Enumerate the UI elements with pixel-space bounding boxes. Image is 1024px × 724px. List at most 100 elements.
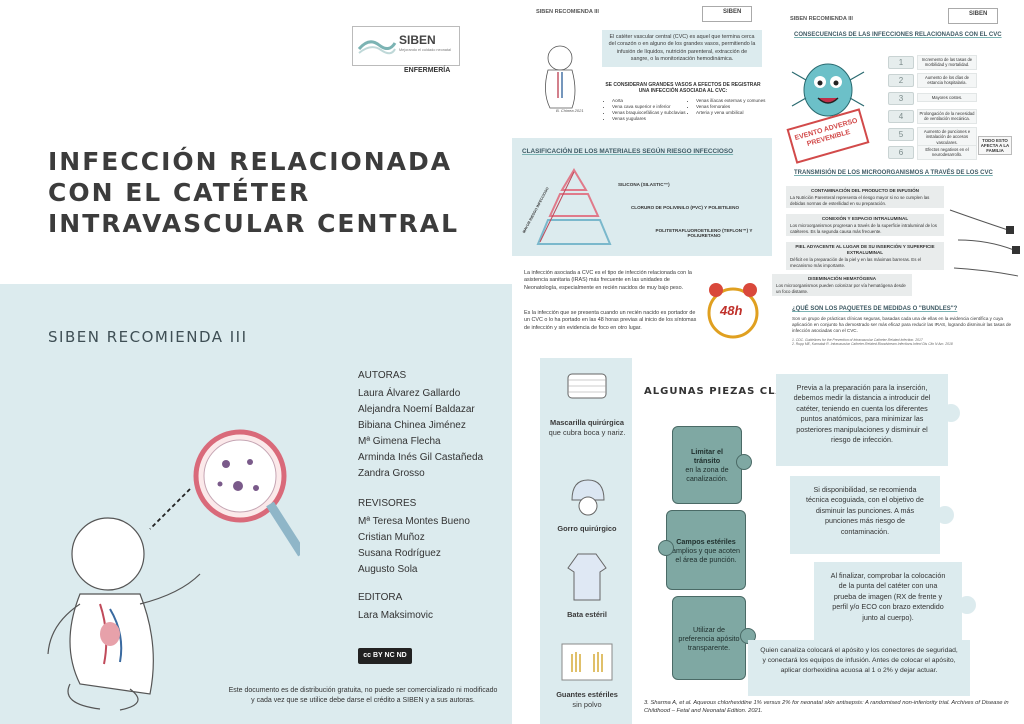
vessels-right-list: Venas ilíacas externas y comunes Venas f… bbox=[688, 98, 766, 116]
info-box-4: Quien canaliza colocará el apósito y los… bbox=[748, 640, 970, 696]
cap-label: Gorro quirúrgico bbox=[557, 524, 617, 533]
cvc-definition: El catéter vascular central (CVC) es aqu… bbox=[602, 30, 762, 68]
puzzle-2-text: amplios y que acoten el área de punción. bbox=[672, 545, 740, 564]
consequence-number-1: 1 bbox=[888, 56, 914, 69]
reviewer-1: Mª Teresa Montes Bueno bbox=[358, 516, 470, 527]
puzzle-piece-3: Utilizar de preferencia apósito transpar… bbox=[672, 596, 746, 680]
transmission-1-title: CONTAMINACIÓN DEL PRODUCTO DE INFUSIÓN bbox=[811, 188, 919, 193]
jigsaw-tab bbox=[936, 506, 954, 524]
gloves-title: Guantes estériles bbox=[556, 690, 618, 699]
info-box-2: Si disponibilidad, se recomienda técnica… bbox=[790, 476, 940, 554]
vessel-item: Venas braquiocefálicas y subclavias bbox=[612, 110, 688, 116]
gown-label: Bata estéril bbox=[567, 610, 607, 619]
references: 1. CDC. Guidelines for the Prevention of… bbox=[792, 338, 1020, 347]
transmission-2-text: Los microorganismos progresan a través d… bbox=[790, 222, 937, 234]
consequence-number-6: 6 bbox=[888, 146, 914, 159]
transmission-2: CONEXIÓN Y ESPACIO INTRALUMINAL Los micr… bbox=[786, 214, 944, 237]
info-box-1: Previa a la preparación para la inserció… bbox=[776, 374, 948, 466]
vessel-item: Venas yugulares bbox=[612, 116, 688, 122]
vessels-left-list: Aorta Vena cava superior e inferior Vena… bbox=[604, 98, 688, 122]
author-4: Mª Gimena Flecha bbox=[358, 436, 441, 447]
puzzle-piece-2: Campos estériles amplios y que acoten el… bbox=[666, 510, 746, 590]
reference-2: 2. Rupp ME, Karnatak R. Intravascular Ca… bbox=[792, 342, 953, 347]
transmission-title: TRANSMISIÓN DE LOS MICROORGANISMOS A TRA… bbox=[794, 170, 993, 176]
iras-paragraph: La infección asociada a CVC es el tipo d… bbox=[524, 270, 692, 291]
classification-panel: CLASIFICACIÓN DE LOS MATERIALES SEGÚN RI… bbox=[512, 138, 772, 256]
puzzle-tab bbox=[736, 454, 752, 470]
material-3: POLITETRAFLUOROETILENO (TEFLON™) Y POLIU… bbox=[655, 228, 753, 238]
vessel-item: Venas femorales bbox=[696, 104, 766, 110]
transmission-3: PIEL ADYACENTE AL LUGAR DE SU INSERCIÓN … bbox=[786, 242, 944, 271]
vessel-item: Venas ilíacas externas y comunes bbox=[696, 98, 766, 104]
consequence-4: Prolongación de la necesidad de ventilac… bbox=[917, 109, 977, 124]
puzzle-1-bold: Limitar el tránsito bbox=[691, 447, 723, 465]
authors-label: AUTORAS bbox=[358, 370, 407, 381]
consequence-6: Efectos negativos en el neurodesarrollo. bbox=[917, 145, 977, 160]
risk-pyramid bbox=[536, 168, 612, 245]
consequence-1: Incremento de las tasas de morbilidad y … bbox=[917, 55, 977, 70]
author-3: Bibiana Chinea Jiménez bbox=[358, 420, 466, 431]
page-4: Mascarilla quirúrgica que cubra boca y n… bbox=[540, 358, 1024, 724]
transmission-1: CONTAMINACIÓN DEL PRODUCTO DE INFUSIÓN L… bbox=[786, 186, 944, 209]
bundles-text: Son un grupo de prácticas clínicas segur… bbox=[792, 316, 1012, 333]
mask-icon bbox=[567, 373, 607, 399]
info-box-3: Al finalizar, comprobar la colocación de… bbox=[814, 562, 962, 646]
consequence-3: Mayores costes. bbox=[917, 93, 977, 103]
transmission-4-title: DISEMINACIÓN HEMATÓGENA bbox=[807, 276, 877, 281]
vessel-item: Aorta bbox=[612, 98, 688, 104]
author-5: Arminda Inés Gil Castañeda bbox=[358, 452, 484, 463]
editor-label: EDITORA bbox=[358, 592, 403, 603]
cover-logo: SIBEN Mejorando el cuidado neonatal bbox=[352, 26, 460, 66]
gloves-desc: sin polvo bbox=[572, 699, 602, 709]
page-3: SIBEN RECOMIENDA III SIBEN CONSECUENCIAS… bbox=[772, 0, 1024, 350]
vessel-item: Arteria y vena umbilical bbox=[696, 110, 766, 116]
family-note: TODO ESTO AFECTA A LA FAMILIA bbox=[978, 136, 1012, 155]
reviewer-2: Cristian Muñoz bbox=[358, 532, 425, 543]
mask-title: Mascarilla quirúrgica bbox=[550, 418, 624, 427]
gloves-icon bbox=[561, 643, 613, 681]
gown-icon bbox=[567, 553, 607, 601]
title-line-1: INFECCIÓN RELACIONADA bbox=[48, 147, 453, 176]
page3-logo-text: SIBEN bbox=[969, 11, 988, 17]
consequence-number-4: 4 bbox=[888, 110, 914, 123]
clock-label: 48h bbox=[720, 303, 743, 318]
disclaimer: Este documento es de distribución gratui… bbox=[228, 687, 498, 704]
author-2: Alejandra Noemí Baldazar bbox=[358, 404, 475, 415]
transmission-3-title: PIEL ADYACENTE AL LUGAR DE SU INSERCIÓN … bbox=[795, 244, 935, 255]
material-1: SILICONA (SILASTIC™) bbox=[618, 182, 670, 187]
page2-header: SIBEN RECOMIENDA III bbox=[536, 9, 599, 15]
vessel-item: Vena cava superior e inferior bbox=[612, 104, 688, 110]
transmission-4: DISEMINACIÓN HEMATÓGENA Los microorganis… bbox=[772, 274, 912, 297]
title-line-2: CON EL CATÉTER bbox=[48, 178, 311, 207]
cover-lower-panel: SIBEN RECOMIENDA III AUTORAS Laura Álvar… bbox=[0, 284, 512, 724]
reviewers-label: REVISORES bbox=[358, 498, 417, 509]
logo-brand: SIBEN bbox=[399, 33, 436, 47]
puzzle-1-text: en la zona de canalización. bbox=[685, 465, 729, 483]
alarm-clock-icon bbox=[707, 283, 759, 339]
transmission-3-text: Déficit en la preparación de la piel y e… bbox=[790, 256, 922, 268]
transmission-1-text: La Nutrición Parenteral representa el ri… bbox=[790, 194, 930, 206]
puzzle-tab bbox=[658, 540, 674, 556]
consequence-2: Aumento de los días de estancia hospital… bbox=[917, 73, 977, 88]
puzzle-piece-1: Limitar el tránsito en la zona de canali… bbox=[672, 426, 742, 504]
gloves-label: Guantes estériles sin polvo bbox=[544, 690, 630, 710]
jigsaw-tab bbox=[958, 596, 976, 614]
baby-drawing bbox=[545, 45, 576, 109]
title-line-3: INTRAVASCULAR CENTRAL bbox=[48, 209, 459, 238]
transmission-2-title: CONEXIÓN Y ESPACIO INTRALUMINAL bbox=[821, 216, 909, 221]
page2-logo-text: SIBEN bbox=[723, 9, 742, 15]
puzzle-3-text: Utilizar de preferencia apósito transpar… bbox=[678, 624, 740, 652]
consequence-number-3: 3 bbox=[888, 92, 914, 105]
key-pieces-title: ALGUNAS PIEZAS CLAVE bbox=[644, 386, 801, 397]
baby-illustration bbox=[47, 429, 300, 711]
cover-title: INFECCIÓN RELACIONADA CON EL CATÉTER INT… bbox=[48, 146, 459, 239]
microbe-illustration bbox=[791, 63, 865, 117]
wave-logo-icon bbox=[357, 40, 397, 55]
page-2: SIBEN RECOMIENDA III SIBEN B. Chinea 202… bbox=[512, 0, 772, 350]
reviewer-4: Augusto Sola bbox=[358, 564, 418, 575]
reference-footer: 3. Sharma A, et al. Aqueous chlorhexidin… bbox=[644, 700, 1009, 714]
jigsaw-tab bbox=[942, 404, 960, 422]
vessels-title: SE CONSIDERAN GRANDES VASOS A EFECTOS DE… bbox=[605, 82, 761, 94]
license-badge: cc BY NC ND bbox=[358, 648, 412, 664]
definition-paragraph: Es la infección que se presenta cuando u… bbox=[524, 310, 697, 331]
